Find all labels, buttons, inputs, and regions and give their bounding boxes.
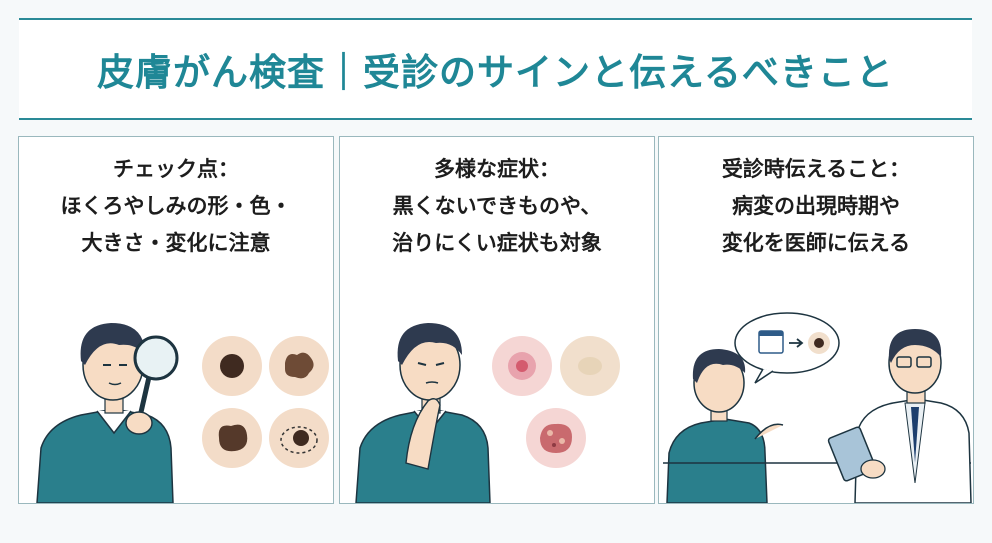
arrow-right-icon (789, 338, 804, 348)
panel-check-points: チェック点： ほくろやしみの形・色・ 大きさ・変化に注意 (18, 136, 334, 504)
panel-heading: 多様な症状： (434, 157, 560, 181)
panel-various-symptoms: 多様な症状： 黒くないできものや、 治りにくい症状も対象 (339, 136, 655, 504)
panel-line: 大きさ・変化に注意 (81, 231, 271, 255)
panel-line: ほくろやしみの形・色・ (60, 194, 292, 218)
patient-doctor-illustration (663, 312, 972, 503)
panel-text: チェック点： ほくろやしみの形・色・ 大きさ・変化に注意 (19, 151, 333, 262)
panel-line: 黒くないできものや、 (392, 194, 602, 218)
panel-line: 変化を医師に伝える (721, 231, 911, 255)
panel-heading: 受診時伝えること： (721, 157, 911, 181)
magnifying-glass-man-illustration (36, 323, 329, 503)
page-title: 皮膚がん検査｜受診のサインと伝えるべきこと (97, 51, 894, 94)
panel-heading: チェック点： (113, 157, 239, 181)
panel-tell-doctor: 受診時伝えること： 病変の出現時期や 変化を医師に伝える (658, 136, 974, 504)
thinking-man-illustration (355, 323, 620, 503)
panel-text: 受診時伝えること： 病変の出現時期や 変化を医師に伝える (659, 151, 973, 262)
panel-line: 病変の出現時期や (732, 194, 900, 218)
title-banner: 皮膚がん検査｜受診のサインと伝えるべきこと (19, 18, 972, 120)
panel-line: 治りにくい症状も対象 (392, 231, 602, 255)
panel-text: 多様な症状： 黒くないできものや、 治りにくい症状も対象 (340, 151, 654, 262)
